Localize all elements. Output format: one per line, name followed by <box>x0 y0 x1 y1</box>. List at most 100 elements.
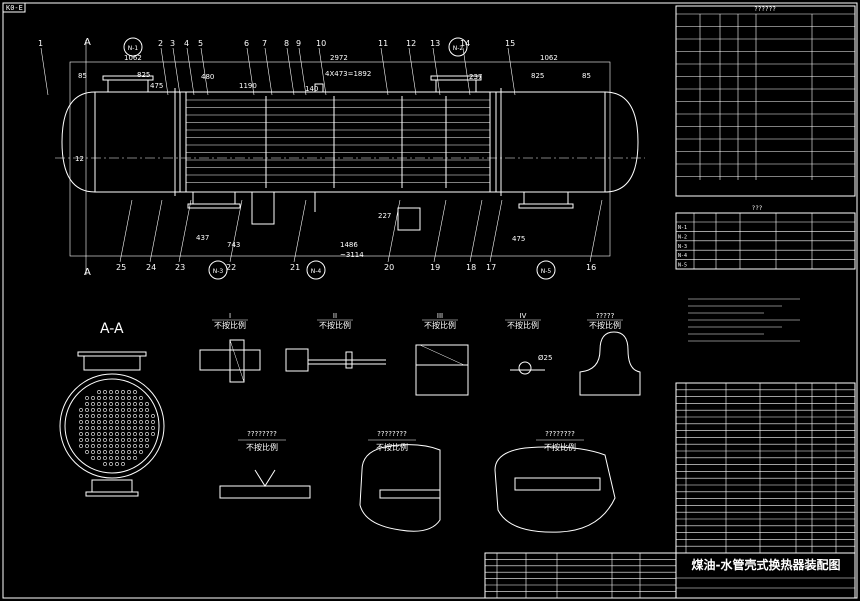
detail-roman: III <box>437 312 443 320</box>
part-number: 6 <box>244 39 249 48</box>
dim-1190: 1190 <box>239 82 257 90</box>
nozzle-row-id: N-3 <box>678 244 687 250</box>
view-label: A-A <box>100 321 124 337</box>
shell-body <box>94 91 606 193</box>
dim-227: 227 <box>378 212 391 220</box>
part-number: 24 <box>146 263 156 272</box>
part-number: 25 <box>116 263 126 272</box>
detail-geometry-row1: Ø25 <box>199 331 641 396</box>
detail-title: ???????? <box>377 430 407 438</box>
corner-code: K0-E <box>6 4 23 12</box>
detail-scale: 不按比例 <box>246 442 278 452</box>
dim-85-left: 85 <box>78 72 87 80</box>
detail-scale: 不按比例 <box>214 320 246 330</box>
detail-geometry-row2 <box>219 444 616 533</box>
nozzle-bubble <box>208 260 228 280</box>
part-number: 10 <box>316 39 326 48</box>
detail-roman: ????? <box>596 312 615 320</box>
part-number: 13 <box>430 39 440 48</box>
heat-exchanger-elevation: 1062 825 475 480 85 1190 2972 4X473=1892… <box>38 37 645 280</box>
part-number: 12 <box>406 39 416 48</box>
left-head <box>61 91 96 193</box>
saddle-right <box>397 207 421 231</box>
nozzle-row-id: N-2 <box>678 234 687 240</box>
part-number: 1 <box>38 39 43 48</box>
part-number: 17 <box>486 263 496 272</box>
nozzle-label: N-3 <box>213 268 224 275</box>
part-number: 5 <box>198 39 203 48</box>
detail-scale: 不按比例 <box>589 320 621 330</box>
tube-bundle <box>186 96 490 188</box>
section-marker-bottom: A <box>84 267 91 278</box>
dim-475-right: 475 <box>512 235 525 243</box>
nozzle-label: N-1 <box>128 45 139 52</box>
detail-title: ???????? <box>545 430 575 438</box>
dim-475-left: 475 <box>150 82 163 90</box>
dim-phi25: Ø25 <box>538 354 552 362</box>
nozzle-label: N-4 <box>311 268 322 275</box>
nozzle-row-id: N-4 <box>678 253 687 259</box>
detail-scale: 不按比例 <box>424 320 456 330</box>
nozzle-row-id: N-1 <box>678 225 687 231</box>
dim-85-right: 85 <box>582 72 591 80</box>
dim-480: 480 <box>201 73 214 81</box>
nozzle-label: N-5 <box>541 268 552 275</box>
detail-roman: II <box>333 312 337 320</box>
nozzle-left-top <box>107 79 149 93</box>
nozzle-bubble <box>536 260 556 280</box>
right-head <box>604 91 639 193</box>
part-number: 23 <box>175 263 185 272</box>
part-number: 19 <box>430 263 440 272</box>
part-number: 15 <box>505 39 515 48</box>
nozzle-table-header: ??? <box>752 205 763 212</box>
dim-1062-right: 1062 <box>540 54 558 62</box>
dim-4x473: 4X473=1892 <box>325 70 371 78</box>
nozzle-left-bottom <box>192 191 236 205</box>
nozzle-label: N-2 <box>453 45 464 52</box>
dim-437: 437 <box>196 234 209 242</box>
part-number: 16 <box>586 263 596 272</box>
part-number: 11 <box>378 39 388 48</box>
nozzle-bubble <box>306 260 326 280</box>
dim-237: 237 <box>469 73 482 81</box>
design-spec-table: ?????? <box>675 5 856 197</box>
part-number: 7 <box>262 39 267 48</box>
dim-140: 140 <box>305 85 318 93</box>
bill-of-materials <box>675 382 856 554</box>
part-number: 8 <box>284 39 289 48</box>
part-number: 9 <box>296 39 301 48</box>
part-number: 14 <box>460 39 470 48</box>
saddle-left <box>251 191 275 225</box>
nozzle-right-top <box>435 79 477 93</box>
dim-743: 743 <box>227 241 240 249</box>
detail-title: ???????? <box>247 430 277 438</box>
title-block: 煤油-水管壳式换热器装配图 <box>484 552 856 599</box>
detail-scale: 不按比例 <box>376 442 408 452</box>
dim-825-right: 825 <box>531 72 544 80</box>
part-number: 20 <box>384 263 394 272</box>
dim-2972: 2972 <box>330 54 348 62</box>
drawing-title: 煤油-水管壳式换热器装配图 <box>692 557 841 572</box>
nozzle-row-id: N-5 <box>678 263 687 269</box>
nozzle-right-bottom <box>523 191 569 205</box>
dim-1486: 1486 <box>340 241 358 249</box>
part-number: 3 <box>170 39 175 48</box>
detail-views-row2: ????????不按比例????????不按比例????????不按比例 <box>238 430 584 452</box>
dim-3114: ~3114 <box>340 251 364 259</box>
tube-sheet-holes <box>79 390 155 466</box>
spec-table-header: ?????? <box>754 6 776 13</box>
detail-roman: IV <box>520 312 527 320</box>
dim-12: 12 <box>75 155 84 163</box>
nozzle-bubble <box>448 37 468 57</box>
section-marker-top: A <box>84 37 91 48</box>
section-view-aa: A-A <box>59 321 165 497</box>
dim-1062-left: 1062 <box>124 54 142 62</box>
detail-roman: I <box>229 312 231 320</box>
nozzle-bubble <box>123 37 143 57</box>
part-number: 18 <box>466 263 476 272</box>
part-number: 2 <box>158 39 163 48</box>
